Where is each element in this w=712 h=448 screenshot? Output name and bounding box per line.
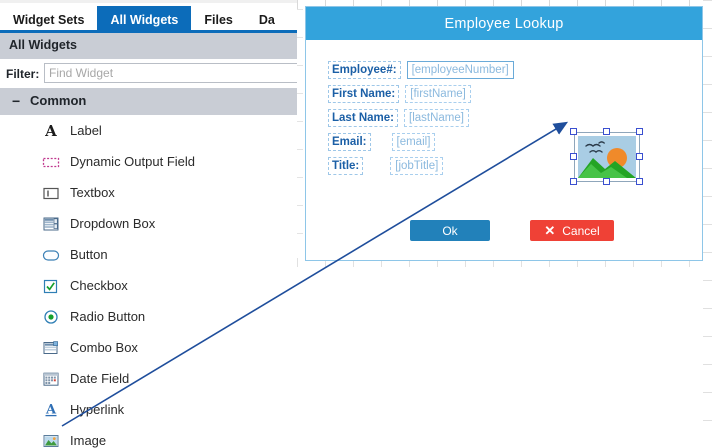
tab-label: Da [258,12,275,27]
search-input[interactable] [44,63,297,83]
field-label: First Name: [328,84,400,103]
tab-widget-sets[interactable]: Widget Sets [0,6,98,33]
radio-button-icon [41,307,61,327]
panel-title: All Widgets [9,38,77,52]
cancel-button[interactable]: ✕ Cancel [530,220,614,241]
ok-button-label: Ok [442,223,458,238]
list-item-hyperlink[interactable]: A Hyperlink [0,394,297,425]
svg-text:A: A [44,122,57,140]
ok-button[interactable]: Ok [410,220,490,241]
field-label: Employee#: [328,60,401,79]
list-item-label-text: Textbox [70,185,115,200]
field-value-first-name[interactable]: [firstName] [405,84,471,103]
filter-label: Filter: [6,67,40,81]
field-label: Email: [328,132,371,151]
field-row-last-name[interactable]: Last Name: [lastName] [328,108,469,127]
list-item-label-text: Dynamic Output Field [70,154,195,169]
group-label: Common [30,93,87,108]
list-item-label-text: Button [70,247,108,262]
list-item-label-text: Label [70,123,102,138]
checkbox-icon [41,276,61,296]
date-field-icon [41,369,61,389]
button-icon [41,245,61,265]
label-icon: A [41,121,61,141]
list-item-label-text: Combo Box [70,340,138,355]
field-row-email[interactable]: Email: [email] [328,132,436,151]
field-label: Last Name: [328,108,398,127]
ruler-right [703,0,712,448]
resize-handle-sw[interactable] [570,178,577,185]
image-widget-selection[interactable] [568,126,646,188]
tab-label: All Widgets [110,12,179,27]
tab-files[interactable]: Files [191,6,246,33]
dialog-body: Employee#: [employeeNumber] First Name: … [306,40,702,260]
ruler-top [297,0,712,9]
resize-handle-nw[interactable] [570,128,577,135]
ruler-left [297,9,303,259]
resize-handle-s[interactable] [603,178,610,185]
resize-handle-ne[interactable] [636,128,643,135]
combo-box-icon [41,338,61,358]
field-value-email[interactable]: [email] [391,132,436,151]
field-value-employee-number[interactable]: [employeeNumber] [406,60,514,79]
field-value-job-title[interactable]: [jobTitle] [390,156,444,175]
svg-text:A: A [45,402,57,417]
group-header-common[interactable]: − Common [0,88,297,115]
list-item-combo-box[interactable]: Combo Box [0,332,297,363]
field-value-last-name[interactable]: [lastName] [404,108,469,127]
list-item-label-text: Hyperlink [70,402,125,417]
dropdown-box-icon [41,214,61,234]
dynamic-output-field-icon [41,152,61,172]
resize-handle-w[interactable] [570,153,577,160]
employee-lookup-dialog[interactable]: Employee Lookup Employee#: [employeeNumb… [305,6,703,261]
resize-handle-n[interactable] [603,128,610,135]
field-row-first-name[interactable]: First Name: [firstName] [328,84,471,103]
dialog-title: Employee Lookup [444,15,564,32]
list-item-date-field[interactable]: Date Field [0,363,297,394]
widget-panel: Widget Sets All Widgets Files Da All Wid… [0,0,297,448]
textbox-icon [41,183,61,203]
tab-all-widgets[interactable]: All Widgets [97,6,192,33]
resize-handle-e[interactable] [636,153,643,160]
list-item-button[interactable]: Button [0,239,297,270]
panel-header: All Widgets [0,33,297,59]
list-item-label-text: Radio Button [70,309,146,324]
tab-data[interactable]: Da [245,6,288,33]
design-canvas[interactable]: Employee Lookup Employee#: [employeeNumb… [297,0,712,448]
collapse-minus-icon[interactable]: − [12,93,21,109]
field-label: Title: [328,156,364,175]
list-item-label[interactable]: A Label [0,115,297,146]
list-item-textbox[interactable]: Textbox [0,177,297,208]
widget-list: A Label Dynamic Output Field Textbox [0,115,297,448]
tab-label: Widget Sets [13,12,85,27]
list-item-label-text: Checkbox [70,278,128,293]
list-item-label-text: Date Field [70,371,130,386]
close-icon: ✕ [544,223,556,238]
image-widget[interactable] [574,132,640,182]
list-item-dropdown-box[interactable]: Dropdown Box [0,208,297,239]
list-item-dynamic-output-field[interactable]: Dynamic Output Field [0,146,297,177]
image-icon [41,431,61,448]
tab-strip: Widget Sets All Widgets Files Da [0,0,297,33]
filter-row: Filter: [0,59,297,88]
field-row-title[interactable]: Title: [jobTitle] [328,156,444,175]
tab-label: Files [204,12,233,27]
dialog-titlebar: Employee Lookup [306,7,702,40]
list-item-radio-button[interactable]: Radio Button [0,301,297,332]
field-row-employee-number[interactable]: Employee#: [employeeNumber] [328,60,514,79]
hyperlink-icon: A [41,400,61,420]
list-item-checkbox[interactable]: Checkbox [0,270,297,301]
list-item-image[interactable]: Image [0,425,297,448]
list-item-label-text: Dropdown Box [70,216,156,231]
tab-active-underline [0,30,297,33]
resize-handle-se[interactable] [636,178,643,185]
cancel-button-label: Cancel [562,223,600,238]
list-item-label-text: Image [70,433,107,448]
